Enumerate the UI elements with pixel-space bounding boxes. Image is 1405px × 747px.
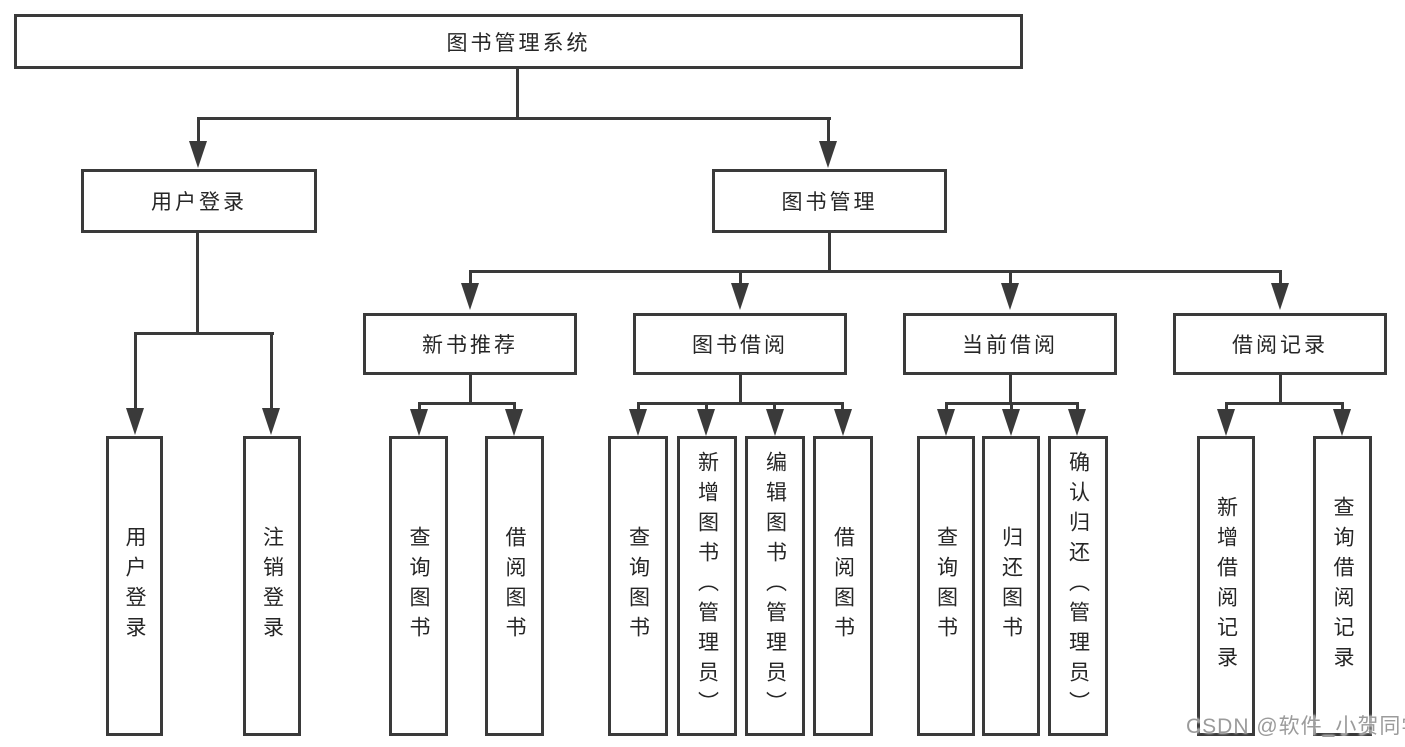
connector-root-stub-left bbox=[197, 117, 200, 143]
connector-m2-stub-2 bbox=[705, 402, 708, 411]
arrowhead-m1-leaf-1 bbox=[410, 409, 428, 436]
connector-m3-stub-3 bbox=[1076, 402, 1079, 411]
leaf-logout: 注销登录 bbox=[243, 436, 301, 736]
arrowhead-m4-leaf-2 bbox=[1333, 409, 1351, 436]
node-book-mgmt: 图书管理 bbox=[712, 169, 947, 233]
leaf-m3-confirm-return-admin: 确认归还（管理员） bbox=[1048, 436, 1108, 736]
connector-m1-stem bbox=[469, 375, 472, 405]
connector-bookmgmt-stub-1 bbox=[469, 270, 472, 285]
csdn-watermark: CSDN @软件_小贺同学 bbox=[1186, 715, 1405, 738]
arrowhead-m3-leaf-2 bbox=[1002, 409, 1020, 436]
connector-m2-stub-4 bbox=[841, 402, 844, 411]
leaf-m4-query-borrow-record: 查询借阅记录 bbox=[1313, 436, 1372, 736]
arrowhead-m3-leaf-3 bbox=[1068, 409, 1086, 436]
arrowhead-new-book bbox=[461, 283, 479, 310]
leaf-m3-query-books-label: 查询图书 bbox=[934, 526, 958, 646]
connector-root-stem bbox=[516, 69, 519, 119]
connector-bookmgmt-stem bbox=[828, 233, 831, 273]
leaf-m4-add-borrow-record: 新增借阅记录 bbox=[1197, 436, 1255, 736]
node-new-book-recommend-label: 新书推荐 bbox=[422, 334, 518, 357]
leaf-m2-edit-books-admin-label: 编辑图书（管理员） bbox=[763, 451, 787, 721]
connector-root-bar bbox=[197, 117, 831, 120]
connector-bookmgmt-stub-3 bbox=[1009, 270, 1012, 285]
node-new-book-recommend: 新书推荐 bbox=[363, 313, 577, 375]
connector-m1-bar bbox=[418, 402, 516, 405]
leaf-m2-query-books-label: 查询图书 bbox=[626, 526, 650, 646]
connector-m4-bar bbox=[1225, 402, 1344, 405]
connector-m2-stub-3 bbox=[773, 402, 776, 411]
node-current-borrow-label: 当前借阅 bbox=[962, 334, 1058, 357]
leaf-m2-query-books: 查询图书 bbox=[608, 436, 668, 736]
node-book-borrow: 图书借阅 bbox=[633, 313, 847, 375]
arrowhead-m1-leaf-2 bbox=[505, 409, 523, 436]
leaf-logout-label: 注销登录 bbox=[260, 526, 284, 646]
arrowhead-m2-leaf-3 bbox=[766, 409, 784, 436]
connector-root-stub-right bbox=[827, 117, 830, 143]
arrowhead-leaf-logout bbox=[262, 408, 280, 435]
arrowhead-borrow-records bbox=[1271, 283, 1289, 310]
arrowhead-m2-leaf-1 bbox=[629, 409, 647, 436]
leaf-m2-borrow-books-label: 借阅图书 bbox=[831, 526, 855, 646]
leaf-m1-query-books: 查询图书 bbox=[389, 436, 448, 736]
arrowhead-user-login bbox=[189, 141, 207, 168]
leaf-m3-return-books-label: 归还图书 bbox=[999, 526, 1023, 646]
leaf-m2-edit-books-admin: 编辑图书（管理员） bbox=[745, 436, 805, 736]
connector-m3-stub-1 bbox=[945, 402, 948, 411]
leaf-m3-confirm-return-admin-label: 确认归还（管理员） bbox=[1066, 451, 1090, 721]
connector-userlogin-stem bbox=[196, 233, 199, 335]
arrowhead-book-mgmt bbox=[819, 141, 837, 168]
node-book-mgmt-label: 图书管理 bbox=[781, 191, 878, 214]
connector-userlogin-stub-1 bbox=[134, 332, 137, 410]
connector-bookmgmt-bar bbox=[469, 270, 1282, 273]
leaf-m1-borrow-books: 借阅图书 bbox=[485, 436, 544, 736]
connector-m2-stub-1 bbox=[637, 402, 640, 411]
leaf-m4-query-borrow-record-label: 查询借阅记录 bbox=[1331, 496, 1354, 676]
connector-m2-bar bbox=[637, 402, 844, 405]
arrowhead-leaf-login bbox=[126, 408, 144, 435]
arrowhead-current-borrow bbox=[1001, 283, 1019, 310]
connector-m4-stem bbox=[1279, 375, 1282, 405]
arrowhead-m3-leaf-1 bbox=[937, 409, 955, 436]
leaf-m2-add-books-admin-label: 新增图书（管理员） bbox=[695, 451, 719, 721]
node-user-login-label: 用户登录 bbox=[151, 191, 247, 214]
node-root-label: 图书管理系统 bbox=[446, 31, 591, 55]
connector-m3-stub-2 bbox=[1010, 402, 1013, 411]
node-current-borrow: 当前借阅 bbox=[903, 313, 1117, 375]
leaf-m3-query-books: 查询图书 bbox=[917, 436, 975, 736]
leaf-m1-query-books-label: 查询图书 bbox=[407, 526, 430, 646]
leaf-m4-add-borrow-record-label: 新增借阅记录 bbox=[1214, 496, 1238, 676]
connector-m4-stub-1 bbox=[1225, 402, 1228, 411]
leaf-m3-return-books: 归还图书 bbox=[982, 436, 1040, 736]
arrowhead-m2-leaf-4 bbox=[834, 409, 852, 436]
connector-m3-stem bbox=[1009, 375, 1012, 405]
node-book-borrow-label: 图书借阅 bbox=[692, 334, 788, 357]
node-root: 图书管理系统 bbox=[14, 14, 1023, 69]
connector-m2-stem bbox=[739, 375, 742, 405]
connector-m1-stub-1 bbox=[418, 402, 421, 411]
leaf-user-login: 用户登录 bbox=[106, 436, 163, 736]
leaf-m1-borrow-books-label: 借阅图书 bbox=[503, 526, 526, 646]
arrowhead-m2-leaf-2 bbox=[697, 409, 715, 436]
node-borrow-records-label: 借阅记录 bbox=[1232, 334, 1328, 357]
leaf-user-login-label: 用户登录 bbox=[123, 526, 146, 646]
connector-m1-stub-2 bbox=[513, 402, 516, 411]
connector-bookmgmt-stub-2 bbox=[739, 270, 742, 285]
connector-userlogin-bar bbox=[134, 332, 274, 335]
connector-bookmgmt-stub-4 bbox=[1279, 270, 1282, 285]
connector-userlogin-stub-2 bbox=[270, 332, 273, 410]
arrowhead-m4-leaf-1 bbox=[1217, 409, 1235, 436]
node-borrow-records: 借阅记录 bbox=[1173, 313, 1387, 375]
node-user-login: 用户登录 bbox=[81, 169, 317, 233]
arrowhead-book-borrow bbox=[731, 283, 749, 310]
leaf-m2-borrow-books: 借阅图书 bbox=[813, 436, 873, 736]
leaf-m2-add-books-admin: 新增图书（管理员） bbox=[677, 436, 737, 736]
connector-m4-stub-2 bbox=[1341, 402, 1344, 411]
